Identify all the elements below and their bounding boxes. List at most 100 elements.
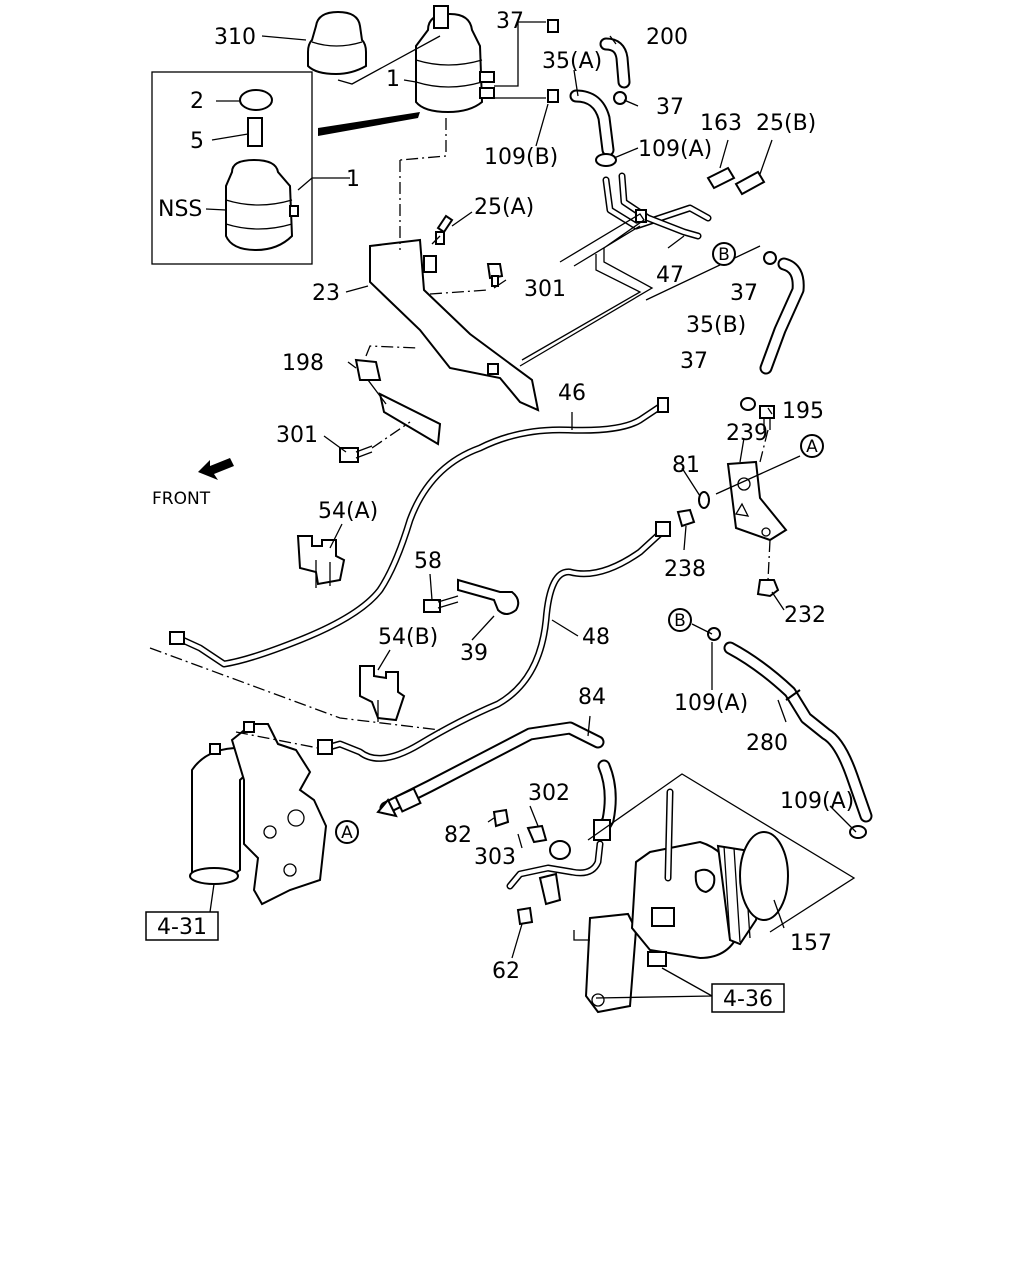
callout-48: 48 (582, 625, 610, 650)
nut-238 (676, 508, 696, 528)
pointer-wedge (318, 112, 420, 136)
ref-4-31-label: 4-31 (157, 915, 207, 940)
callout-23: 23 (312, 281, 340, 306)
pipe-47 (602, 172, 712, 240)
pump-4-36 (584, 788, 764, 1014)
callout-239: 239 (726, 421, 768, 446)
leader-A1 (715, 455, 801, 495)
reservoir-tank-1 (415, 5, 495, 114)
connector-A-label: A (341, 823, 353, 843)
centerline-gear (235, 731, 319, 749)
callout-25a: 25(A) (474, 195, 534, 220)
washer-81 (698, 491, 710, 509)
callout-157: 157 (790, 931, 832, 956)
pipe-48 (317, 521, 671, 762)
centerline-23 (399, 118, 447, 250)
callout-46: 46 (558, 381, 586, 406)
ref-box-4-31[interactable]: 4-31 (145, 911, 219, 941)
callout-35b: 35(B) (686, 313, 746, 338)
callout-37: 37 (730, 281, 758, 306)
callout-5: 5 (190, 129, 204, 154)
connector-B-label: B (718, 245, 730, 265)
connector-B-label: B (674, 611, 686, 631)
reservoir-hose-leaders (494, 21, 546, 99)
ref-box-4-36[interactable]: 4-36 (711, 983, 785, 1013)
callout-37: 37 (680, 349, 708, 374)
callout-39: 39 (460, 641, 488, 666)
callout-35a: 35(A) (542, 49, 602, 74)
callout-310: 310 (214, 25, 256, 50)
leader-310 (337, 35, 441, 85)
leader-lines (205, 35, 857, 999)
callout-163: 163 (700, 111, 742, 136)
callout-81: 81 (672, 453, 700, 478)
clamps (547, 19, 777, 411)
callout-232: 232 (784, 603, 826, 628)
callout-62: 62 (492, 959, 520, 984)
callout-37: 37 (656, 95, 684, 120)
hose-200 (599, 37, 631, 89)
bracket-198 (354, 358, 442, 446)
pipe-46 (169, 397, 669, 668)
callout-200: 200 (646, 25, 688, 50)
bracket-23 (369, 238, 540, 412)
bolts-163-25b (706, 166, 766, 196)
hose-35b (759, 257, 805, 375)
callout-54a: 54(A) (318, 499, 378, 524)
callout-54b: 54(B) (378, 625, 438, 650)
connector-A-top: A (800, 434, 824, 458)
bolt-195 (759, 405, 775, 430)
hose-35a (569, 89, 615, 157)
pump-outline (573, 773, 856, 941)
bolt-25a (435, 214, 454, 245)
callout-301: 301 (276, 423, 318, 448)
callout-109a: 109(A) (638, 137, 712, 162)
callout-2: 2 (190, 89, 204, 114)
hose-84 (376, 721, 617, 841)
connector-A-label: A (806, 437, 818, 457)
callout-198: 198 (282, 351, 324, 376)
hose-280 (707, 627, 873, 839)
callout-109a: 109(A) (780, 789, 854, 814)
centerline-301-low (371, 421, 411, 449)
centerline-301 (429, 289, 489, 295)
callout-47: 47 (656, 263, 684, 288)
callout-84: 84 (578, 685, 606, 710)
callout-1-tank: 1 (386, 67, 400, 92)
centerline-198 (365, 345, 419, 357)
connector-A-gear: A (335, 820, 359, 844)
ref-4-36-label: 4-36 (723, 987, 773, 1012)
callout-109a: 109(A) (674, 691, 748, 716)
callout-labels: 310 1 1 2 5 NSS 37 200 35(A) 37 109(B) 1… (152, 9, 854, 984)
callout-301: 301 (524, 277, 566, 302)
nut-232 (756, 579, 780, 598)
bracket-239 (726, 460, 788, 542)
callout-37: 37 (496, 9, 524, 34)
reservoir-nss-box (151, 71, 313, 265)
callout-195: 195 (782, 399, 824, 424)
connector-B-top: B (712, 242, 736, 266)
callout-1-box: 1 (346, 167, 360, 192)
gasket-157 (739, 831, 789, 921)
front-label: FRONT (152, 489, 211, 509)
bolt-301-top (486, 263, 504, 287)
route-outline (519, 213, 761, 367)
bolt-301-low (339, 445, 373, 463)
callout-303: 303 (474, 845, 516, 870)
pipe-303 (492, 808, 604, 926)
steering-gear-4-31 (189, 721, 328, 906)
callout-58: 58 (414, 549, 442, 574)
callout-82: 82 (444, 823, 472, 848)
connector-B-hose: B (668, 608, 692, 632)
clamp-39 (423, 578, 520, 615)
clip-54a (296, 535, 346, 588)
clip-54b (359, 665, 406, 722)
centerline-195 (759, 429, 771, 581)
callout-109b: 109(B) (484, 145, 558, 170)
callout-238: 238 (664, 557, 706, 582)
callout-280: 280 (746, 731, 788, 756)
centerline-54b (149, 647, 441, 731)
reservoir-cap-310 (307, 10, 367, 76)
callout-302: 302 (528, 781, 570, 806)
